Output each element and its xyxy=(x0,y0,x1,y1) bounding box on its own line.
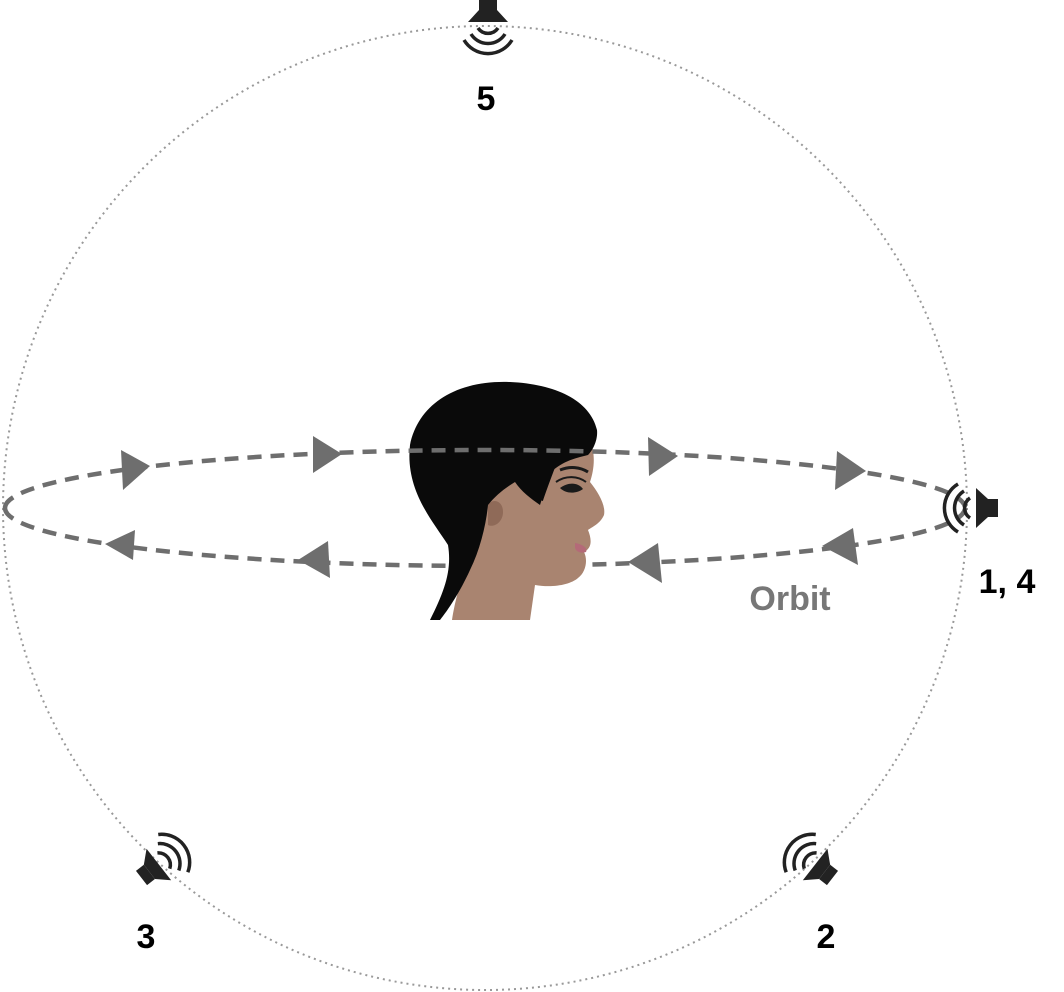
arrow-icon xyxy=(628,543,662,583)
speaker-label-3: 3 xyxy=(137,918,156,956)
arrow-icon xyxy=(313,436,342,473)
orbit-arrows-lower xyxy=(105,528,858,583)
arrow-icon xyxy=(121,450,150,490)
arrow-icon xyxy=(298,541,330,578)
speaker-label-1-4: 1, 4 xyxy=(979,563,1036,601)
orbit-arrows-upper xyxy=(121,436,866,490)
speaker-label-2: 2 xyxy=(817,918,836,956)
speaker-icon xyxy=(942,482,998,534)
speaker-icon xyxy=(462,0,514,56)
speaker-icon xyxy=(135,832,192,886)
arrow-icon xyxy=(105,530,135,560)
arrow-icon xyxy=(648,437,678,476)
arrow-icon xyxy=(822,528,858,565)
speaker-label-5: 5 xyxy=(477,80,496,118)
speaker-icon xyxy=(782,832,839,886)
orbit-front-arc xyxy=(2,447,968,509)
head-profile-icon xyxy=(409,381,605,620)
arrow-icon xyxy=(835,451,866,490)
orbit-label: Orbit xyxy=(749,580,830,618)
